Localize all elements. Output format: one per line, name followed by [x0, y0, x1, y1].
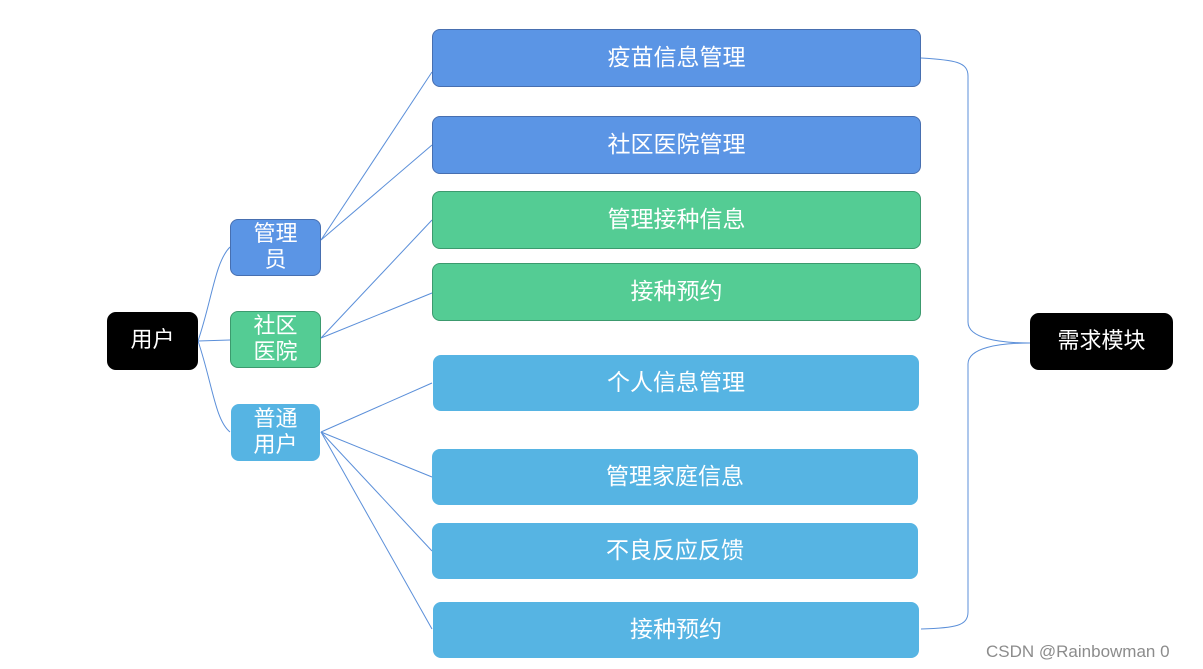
- module-node: 社区医院管理: [432, 116, 921, 174]
- role-user-line1: 普通: [253, 407, 298, 433]
- role-node-admin: 管理 员: [230, 219, 321, 276]
- link-hospital-m2: [320, 219, 433, 339]
- module-label: 个人信息管理: [607, 369, 745, 396]
- summary-brace: [920, 57, 1031, 630]
- module-label: 接种预约: [630, 278, 723, 305]
- root-node-user: 用户: [107, 312, 198, 370]
- role-user-line2: 用户: [253, 432, 298, 458]
- module-label: 管理接种信息: [607, 206, 746, 233]
- link-root-hospital: [197, 339, 231, 342]
- module-node: 接种预约: [433, 602, 919, 658]
- link-hospital-m3: [320, 292, 433, 339]
- link-root-admin: [197, 246, 231, 342]
- role-node-hospital: 社区 医院: [230, 311, 321, 368]
- module-label: 不良反应反馈: [606, 537, 744, 564]
- module-node: 接种预约: [432, 263, 921, 321]
- module-node: 个人信息管理: [433, 355, 919, 411]
- root-label: 用户: [130, 328, 175, 354]
- module-node: 管理接种信息: [432, 191, 921, 249]
- link-user-m7: [320, 431, 433, 630]
- link-user-m6: [320, 431, 433, 552]
- module-node: 不良反应反馈: [432, 523, 918, 579]
- role-admin-line2: 员: [264, 247, 287, 273]
- module-node: 管理家庭信息: [432, 449, 918, 505]
- module-label: 社区医院管理: [607, 131, 746, 158]
- role-hospital-line1: 社区: [253, 314, 298, 340]
- link-user-m5: [320, 431, 433, 478]
- role-node-user: 普通 用户: [231, 404, 320, 461]
- link-admin-m0: [320, 71, 433, 241]
- link-root-user: [197, 340, 231, 433]
- link-admin-m1: [320, 144, 433, 241]
- watermark: CSDN @Rainbowman 0: [986, 642, 1170, 661]
- role-hospital-line2: 医院: [253, 339, 298, 365]
- summary-node: 需求模块: [1030, 313, 1173, 370]
- module-label: 管理家庭信息: [606, 463, 744, 490]
- summary-label: 需求模块: [1057, 328, 1146, 354]
- module-label: 疫苗信息管理: [607, 44, 746, 71]
- module-label: 接种预约: [630, 616, 722, 643]
- role-admin-line1: 管理: [253, 222, 298, 248]
- module-node: 疫苗信息管理: [432, 29, 921, 87]
- link-user-m4: [320, 382, 433, 433]
